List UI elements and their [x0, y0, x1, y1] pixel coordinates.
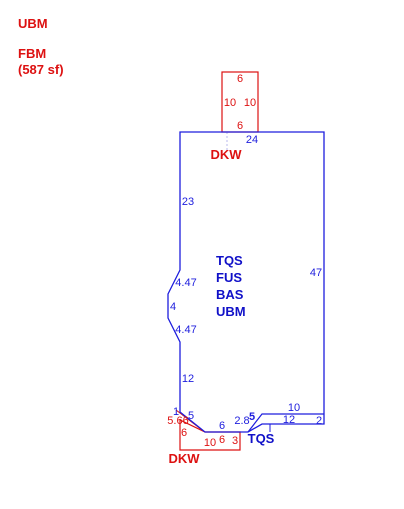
- main-dim-left-mid: 4: [170, 301, 176, 313]
- main-dim-angle-lower: 4.47: [175, 324, 196, 336]
- legend-fbm: FBM: [18, 46, 47, 61]
- main-dim-left-lower: 12: [182, 373, 194, 385]
- main-label-ubm: UBM: [216, 304, 246, 319]
- bottom-addition-outline: [179, 419, 241, 451]
- top-addition-label: DKW: [210, 147, 242, 162]
- main-dim-right: 47: [310, 267, 322, 279]
- main-dim-left-upper: 23: [182, 196, 194, 208]
- main-dim-angle-upper: 4.47: [175, 277, 196, 289]
- top-addition-dim-right: 10: [244, 97, 256, 109]
- bottom-addition-dim-bottom-left: 10: [204, 437, 216, 449]
- main-dim-bottom-mid: 2.8: [234, 415, 249, 427]
- bottom-addition-dim-right: 3: [232, 435, 238, 447]
- top-addition-dim-top: 6: [237, 73, 243, 85]
- bottom-right-label: TQS: [248, 431, 275, 446]
- main-area-outline: [167, 131, 325, 433]
- main-dim-step-vertical: 5: [249, 411, 255, 423]
- top-addition-dim-left: 10: [224, 97, 236, 109]
- bottom-addition-dim-bottom-mid: 6: [219, 434, 225, 446]
- legend-ubm: UBM: [18, 16, 48, 31]
- main-label-fus: FUS: [216, 270, 242, 285]
- main-dim-top: 24: [246, 134, 258, 146]
- main-dim-step-top: 10: [288, 402, 300, 414]
- legend: UBM FBM (587 sf): [18, 16, 64, 78]
- main-label-tqs: TQS: [216, 253, 243, 268]
- main-dim-corner-a: 1: [173, 406, 179, 418]
- main-dim-corner-b: 5: [188, 410, 194, 422]
- main-dim-angle-small: 5.66: [167, 415, 188, 427]
- bottom-addition-dim-left: 6: [181, 427, 187, 439]
- main-dim-step-right: 2: [316, 415, 322, 427]
- step-area-outline: [247, 413, 324, 433]
- main-dim-bottom-left: 6: [219, 420, 225, 432]
- main-label-bas: BAS: [216, 287, 244, 302]
- bottom-addition-label: DKW: [168, 451, 200, 466]
- main-dim-step-bottom: 12: [283, 414, 295, 426]
- top-addition-dim-bottom: 6: [237, 120, 243, 132]
- legend-area: (587 sf): [18, 62, 64, 77]
